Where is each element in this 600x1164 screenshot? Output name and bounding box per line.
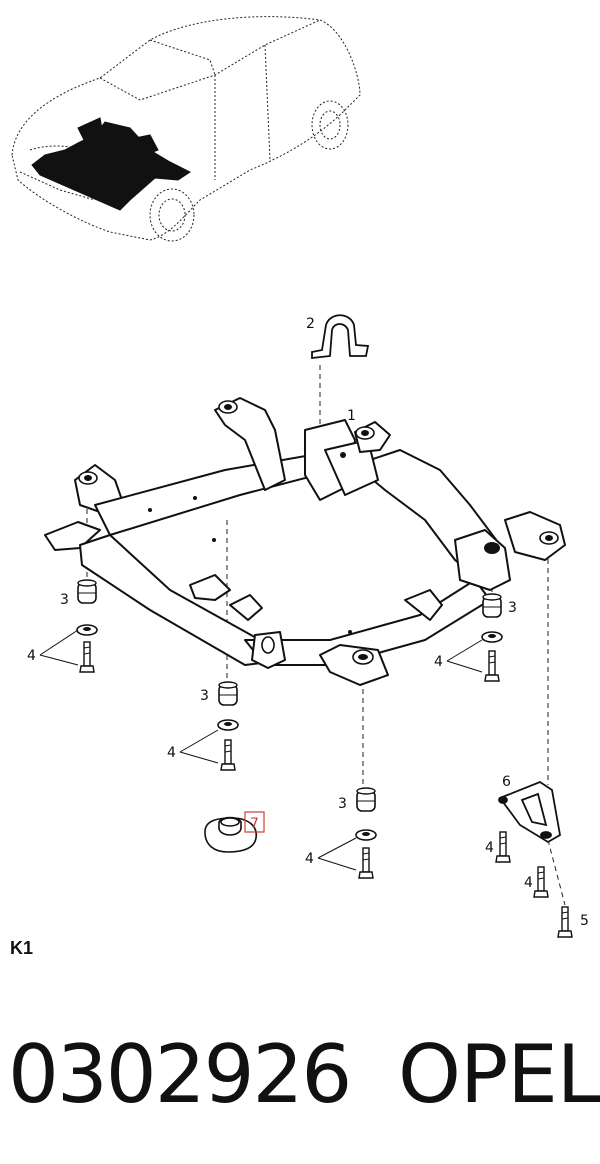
brand-name: OPEL [398,1028,600,1121]
callout-1: 1 [347,408,356,424]
callout-4-right-front: 4 [434,654,443,670]
callout-4-bracket-upper: 4 [485,840,494,856]
bracket-bolts [495,831,573,938]
callout-3-left-rear: 3 [200,688,209,704]
mounting-pad-part [204,816,257,853]
callout-5: 5 [580,913,589,929]
mount-hardware-right-front [481,593,503,682]
callout-4-left-front: 4 [27,648,36,664]
callout-3-left-front: 3 [60,592,69,608]
part-number: 0302926 [8,1028,352,1121]
callout-pointers [39,629,483,871]
callout-4-left-rear: 4 [167,745,176,761]
callout-6: 6 [502,774,511,790]
callout-7: 7 [250,816,259,832]
callout-3-right-rear: 3 [338,796,347,812]
car-outline-illustration [11,16,361,242]
subframe-bushings-fitted [84,404,553,660]
mount-hardware-left-rear [217,681,239,771]
car-subframe-highlight [31,117,191,211]
mount-hardware-right-rear [355,787,377,879]
bracket-plate-part [498,780,561,844]
stabilizer-clamp-part [311,314,370,360]
callout-4-right-rear: 4 [305,851,314,867]
callout-3-right-front: 3 [508,600,517,616]
section-code-label: K1 [10,938,34,958]
callout-2: 2 [306,316,315,332]
footer-caption: 0302926 OPEL [0,1020,600,1130]
callout-4-bracket-lower: 4 [524,875,533,891]
callout-7-highlight-box [244,811,265,833]
mount-hardware-left-front [76,579,98,673]
callout-labels: 1 2 3 3 3 3 4 4 4 4 4 4 5 6 7 [27,316,589,929]
